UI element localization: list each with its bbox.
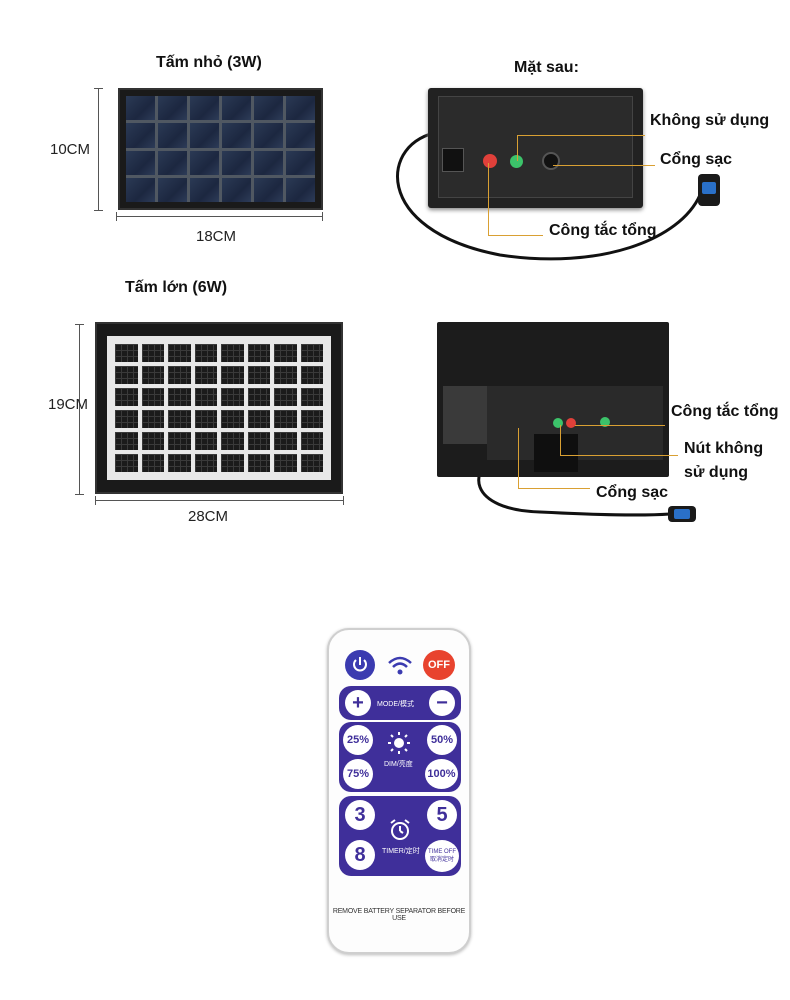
dimension-tick	[94, 88, 103, 89]
callout-line	[518, 428, 519, 488]
brightness-100-button[interactable]: 100%	[425, 759, 458, 789]
mode-panel: + MODE/模式 −	[339, 686, 461, 720]
unused-button	[553, 418, 563, 428]
dimension-tick	[322, 212, 323, 221]
side-bracket	[443, 386, 487, 444]
brightness-75-button[interactable]: 75%	[343, 759, 373, 789]
main-switch-label: Công tắc tổng	[549, 222, 657, 239]
power-icon	[353, 657, 367, 672]
callout-line	[517, 135, 645, 136]
dimension-tick	[75, 324, 84, 325]
small-panel-title: Tấm nhỏ (3W)	[156, 54, 262, 71]
remote-footer-text: REMOVE BATTERY SEPARATOR BEFORE USE	[332, 908, 466, 922]
mode-label: MODE/模式	[377, 701, 414, 708]
small-panel-width: 18CM	[196, 228, 237, 245]
alarm-clock-icon	[390, 819, 410, 840]
callout-line	[517, 135, 518, 161]
minus-button[interactable]: −	[429, 690, 455, 716]
small-panel-back	[428, 88, 643, 208]
small-solar-panel	[118, 88, 323, 210]
large-solar-panel	[95, 322, 343, 494]
callout-line	[553, 165, 655, 166]
callout-line	[560, 455, 678, 456]
wireless-signal-icon	[388, 656, 412, 675]
brightness-50-button[interactable]: 50%	[427, 725, 457, 755]
height-dimension-line	[98, 88, 99, 210]
width-dimension-line	[116, 216, 323, 217]
charge-port-socket	[542, 152, 560, 170]
timer-3-button[interactable]: 3	[345, 800, 375, 830]
indicator-light	[600, 417, 610, 427]
cable-connector	[668, 506, 696, 522]
charge-port-label-large: Cổng sạc	[596, 484, 669, 501]
time-off-label: TIME OFF	[428, 849, 456, 855]
dimension-tick	[343, 496, 344, 505]
large-panel-width: 28CM	[188, 508, 229, 525]
large-panel-title: Tấm lớn (6W)	[125, 279, 228, 296]
not-used-label: Không sử dụng	[650, 112, 770, 129]
callout-line	[488, 163, 489, 235]
cable-connector	[698, 174, 720, 206]
unused-button	[510, 155, 523, 168]
unused-button-label-1: Nút không	[684, 440, 764, 457]
callout-line	[560, 425, 561, 455]
time-off-button[interactable]: TIME OFF 取消定时	[425, 840, 459, 872]
dimension-tick	[95, 496, 96, 505]
brightness-icon	[388, 732, 410, 754]
dim-label: DIM/亮度	[384, 761, 413, 768]
timer-panel: 3 5 TIMER/定时 8 TIME OFF 取消定时	[339, 796, 461, 876]
callout-line	[488, 235, 543, 236]
power-switch-button	[566, 418, 576, 428]
charge-port-label: Cổng sạc	[660, 151, 733, 168]
large-panel-back	[437, 322, 669, 477]
brightness-25-button[interactable]: 25%	[343, 725, 373, 755]
timer-5-button[interactable]: 5	[427, 800, 457, 830]
height-dimension-line	[79, 324, 80, 494]
small-panel-height: 10CM	[50, 141, 91, 158]
timer-label: TIMER/定时	[382, 848, 420, 855]
small-back-cable	[396, 130, 702, 261]
main-switch-label-large: Công tắc tổng	[671, 403, 779, 420]
remote-control: OFF + MODE/模式 − 25% 50% DIM/亮度 75% 100% …	[327, 628, 471, 954]
dimension-tick	[75, 494, 84, 495]
time-off-label-cn: 取消定时	[429, 857, 454, 863]
large-panel-height: 19CM	[48, 396, 89, 413]
cable-mount	[534, 434, 578, 472]
dim-panel: 25% 50% DIM/亮度 75% 100%	[339, 722, 461, 792]
dimension-tick	[94, 210, 103, 211]
back-plate	[438, 96, 633, 198]
power-button[interactable]	[345, 650, 375, 680]
dimension-tick	[116, 212, 117, 221]
callout-line	[518, 488, 590, 489]
connector-housing	[442, 148, 464, 172]
width-dimension-line	[95, 500, 344, 501]
timer-8-button[interactable]: 8	[345, 840, 375, 870]
off-button[interactable]: OFF	[423, 650, 455, 680]
unused-button-label-2: sử dụng	[684, 464, 749, 481]
back-side-title: Mặt sau:	[514, 59, 579, 76]
callout-line	[575, 425, 665, 426]
plus-button[interactable]: +	[345, 690, 371, 716]
power-switch-button	[483, 154, 497, 168]
